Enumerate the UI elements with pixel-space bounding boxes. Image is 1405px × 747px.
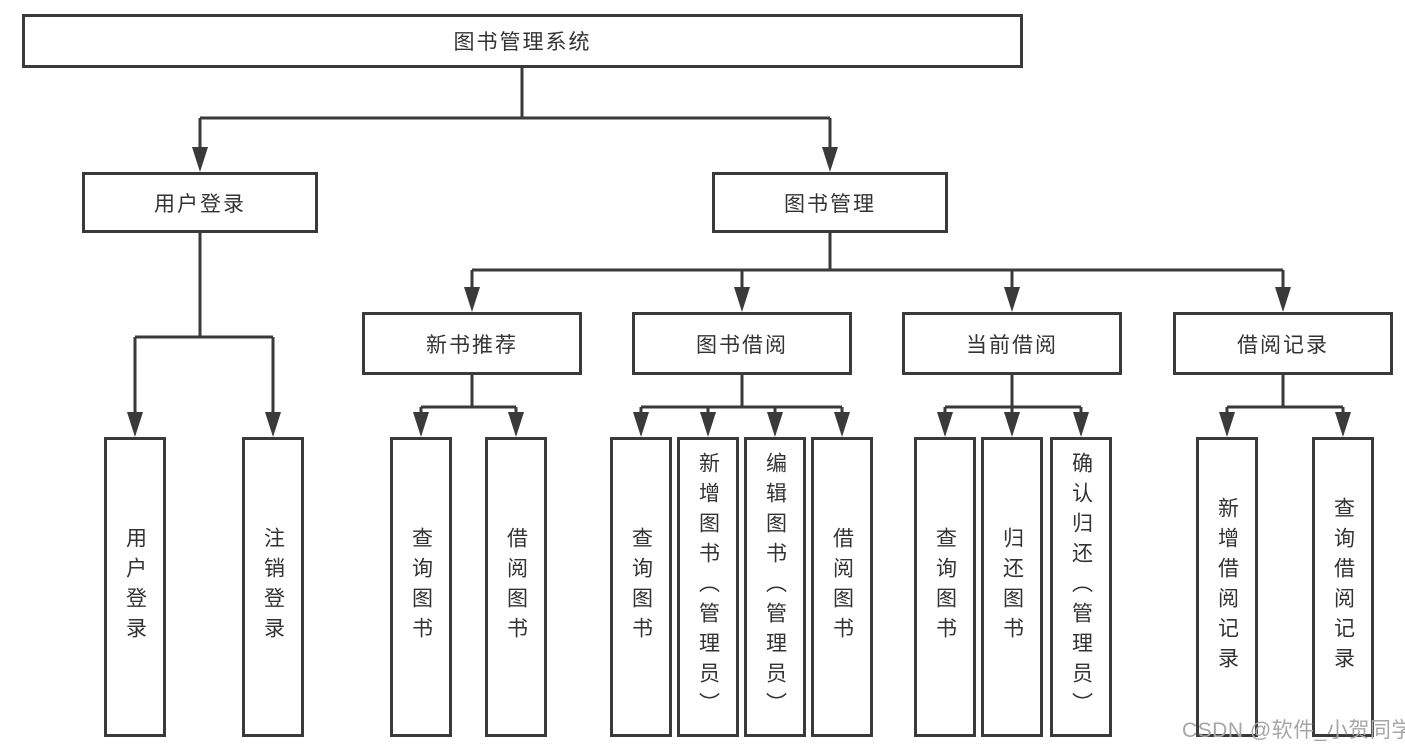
leaf-edit-books-admin: 编辑图书（管理员） xyxy=(744,437,806,737)
node-label: 新书推荐 xyxy=(426,333,518,357)
leaf-add-borrow-record: 新增借阅记录 xyxy=(1196,437,1258,737)
node-label: 新增图书（管理员） xyxy=(696,452,720,722)
node-label: 借阅图书 xyxy=(830,527,854,647)
node-label: 借阅图书 xyxy=(504,527,528,647)
leaf-query-books-borrow: 查询图书 xyxy=(610,437,672,737)
node-label: 归还图书 xyxy=(1000,527,1024,647)
csdn-watermark: CSDN @软件_小贺同学 xyxy=(1182,719,1405,742)
connector-borrow-records xyxy=(1225,374,1345,417)
node-category-new-book-recommend: 新书推荐 xyxy=(362,312,582,375)
leaf-query-books-recommend: 查询图书 xyxy=(390,437,452,737)
node-label: 当前借阅 xyxy=(966,333,1058,357)
leaf-return-books: 归还图书 xyxy=(981,437,1043,737)
node-label: 用户登录 xyxy=(123,527,147,647)
leaf-borrow-books-recommend: 借阅图书 xyxy=(485,437,547,737)
node-branch-book-management: 图书管理 xyxy=(712,172,948,233)
node-label: 注销登录 xyxy=(261,527,285,647)
connector-new-book-recommend xyxy=(419,374,518,417)
node-label: 图书管理系统 xyxy=(453,31,592,54)
leaf-query-books-current: 查询图书 xyxy=(914,437,976,737)
node-branch-user-login: 用户登录 xyxy=(82,172,318,233)
node-category-borrow-records: 借阅记录 xyxy=(1173,312,1393,375)
connector-book-borrow xyxy=(639,374,844,417)
leaf-borrow-books: 借阅图书 xyxy=(811,437,873,737)
node-label: 新增借阅记录 xyxy=(1215,497,1239,677)
connector-current-borrow xyxy=(943,374,1083,417)
node-category-book-borrow: 图书借阅 xyxy=(632,312,852,375)
node-label: 图书管理 xyxy=(784,192,876,216)
node-label: 查询图书 xyxy=(629,527,653,647)
leaf-user-login: 用户登录 xyxy=(104,437,166,737)
connector-user-login xyxy=(133,232,275,417)
node-label: 借阅记录 xyxy=(1237,333,1329,357)
connector-book-management xyxy=(470,232,1285,292)
leaf-add-books-admin: 新增图书（管理员） xyxy=(677,437,739,737)
leaf-confirm-return-admin: 确认归还（管理员） xyxy=(1050,437,1112,737)
arrowheads xyxy=(127,147,1351,437)
node-label: 查询图书 xyxy=(409,527,433,647)
node-label: 查询图书 xyxy=(933,527,957,647)
node-label: 编辑图书（管理员） xyxy=(763,452,787,722)
node-label: 用户登录 xyxy=(154,192,246,216)
node-label: 确认归还（管理员） xyxy=(1069,452,1093,722)
node-category-current-borrow: 当前借阅 xyxy=(902,312,1122,375)
node-root: 图书管理系统 xyxy=(22,14,1023,68)
node-label: 查询借阅记录 xyxy=(1331,497,1355,677)
node-label: 图书借阅 xyxy=(696,333,788,357)
connector-root xyxy=(198,67,832,152)
leaf-query-borrow-record: 查询借阅记录 xyxy=(1312,437,1374,737)
leaf-logout-login: 注销登录 xyxy=(242,437,304,737)
